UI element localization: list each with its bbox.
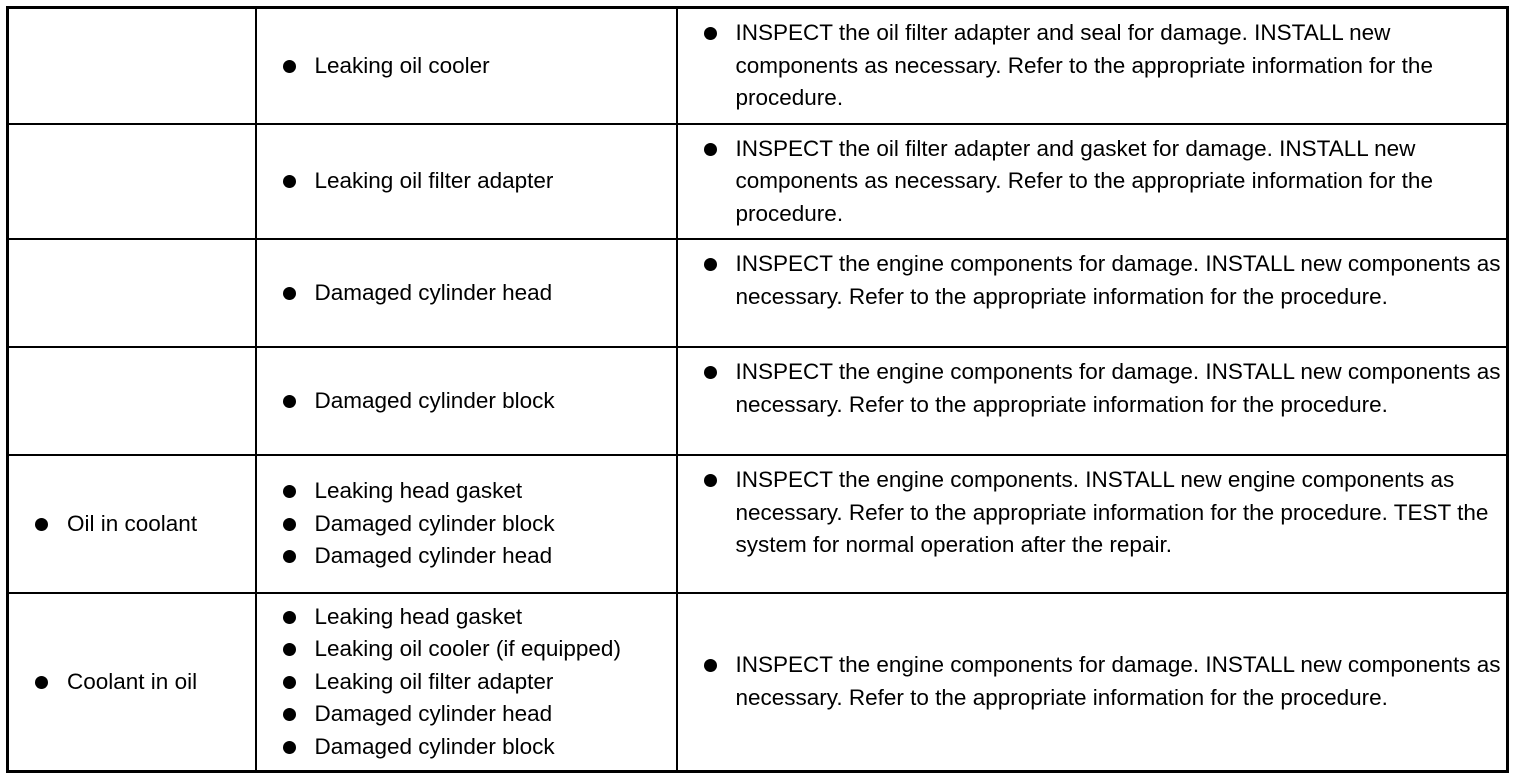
cause-item: Leaking oil filter adapter (281, 165, 676, 198)
bullet-icon (282, 708, 296, 721)
bullet-icon (703, 366, 717, 379)
cause-item: Leaking oil cooler (if equipped) (281, 633, 676, 666)
symptom-cell (6, 346, 257, 456)
bullet-icon (282, 517, 296, 531)
action-cell: INSPECT the oil filter adapter and gaske… (675, 122, 1509, 240)
action-item: INSPECT the oil filter adapter and seal … (702, 17, 1507, 115)
bullet-icon (282, 675, 296, 689)
bullet-icon (282, 485, 296, 499)
cause-cell: Leaking head gasket Damaged cylinder blo… (254, 454, 678, 594)
action-item: INSPECT the oil filter adapter and gaske… (702, 133, 1507, 231)
bullet-icon (282, 59, 296, 73)
symptom-item: Coolant in oil (33, 666, 255, 699)
diagnosis-table: Leaking oil cooler INSPECT the oil filte… (6, 6, 1509, 773)
action-cell: INSPECT the oil filter adapter and seal … (675, 6, 1509, 125)
bullet-icon (703, 27, 717, 40)
action-item: INSPECT the engine components for damage… (702, 248, 1507, 313)
cause-cell: Leaking oil filter adapter (254, 122, 678, 240)
bullet-icon (282, 286, 296, 300)
bullet-icon (703, 258, 717, 271)
symptom-item: Oil in coolant (33, 508, 255, 541)
cause-item: Leaking oil cooler (281, 50, 676, 83)
bullet-icon (703, 474, 717, 487)
action-cell: INSPECT the engine components for damage… (675, 592, 1509, 772)
table-row: Leaking oil filter adapter INSPECT the o… (6, 122, 1509, 240)
bullet-icon (703, 659, 717, 673)
symptom-cell (6, 238, 257, 348)
cause-item: Damaged cylinder block (281, 385, 676, 418)
cause-cell: Leaking head gasket Leaking oil cooler (… (254, 592, 678, 772)
symptom-cell (6, 6, 257, 125)
symptom-cell: Coolant in oil (6, 592, 257, 772)
bullet-icon (35, 675, 48, 689)
action-cell: INSPECT the engine components. INSTALL n… (675, 454, 1509, 594)
bullet-icon (35, 517, 48, 531)
action-item: INSPECT the engine components. INSTALL n… (702, 464, 1507, 562)
cause-item: Leaking oil filter adapter (281, 666, 676, 699)
cause-cell: Damaged cylinder head (254, 238, 678, 348)
table-row: Damaged cylinder block INSPECT the engin… (6, 346, 1509, 456)
cause-item: Leaking head gasket (281, 601, 676, 634)
bullet-icon (282, 394, 296, 408)
table-row: Coolant in oil Leaking head gasket Leaki… (6, 592, 1509, 772)
cause-item: Damaged cylinder head (281, 277, 676, 310)
table-row: Damaged cylinder head INSPECT the engine… (6, 238, 1509, 348)
bullet-icon (282, 740, 296, 754)
cause-item: Damaged cylinder block (281, 731, 676, 764)
table-row: Oil in coolant Leaking head gasket Damag… (6, 454, 1509, 594)
cause-item: Damaged cylinder head (281, 540, 676, 573)
cause-cell: Leaking oil cooler (254, 6, 678, 125)
symptom-cell (6, 122, 257, 240)
action-cell: INSPECT the engine components for damage… (675, 238, 1509, 348)
action-item: INSPECT the engine components for damage… (702, 356, 1507, 421)
cause-item: Damaged cylinder head (281, 698, 676, 731)
bullet-icon (282, 175, 296, 188)
symptom-cell: Oil in coolant (6, 454, 257, 594)
bullet-icon (282, 643, 296, 656)
action-cell: INSPECT the engine components for damage… (675, 346, 1509, 456)
cause-item: Leaking head gasket (281, 475, 676, 508)
cause-item: Damaged cylinder block (281, 508, 676, 541)
action-item: INSPECT the engine components for damage… (702, 649, 1507, 714)
bullet-icon (282, 610, 296, 624)
cause-cell: Damaged cylinder block (254, 346, 678, 456)
bullet-icon (282, 550, 296, 564)
bullet-icon (703, 142, 717, 156)
table-row: Leaking oil cooler INSPECT the oil filte… (6, 6, 1509, 125)
